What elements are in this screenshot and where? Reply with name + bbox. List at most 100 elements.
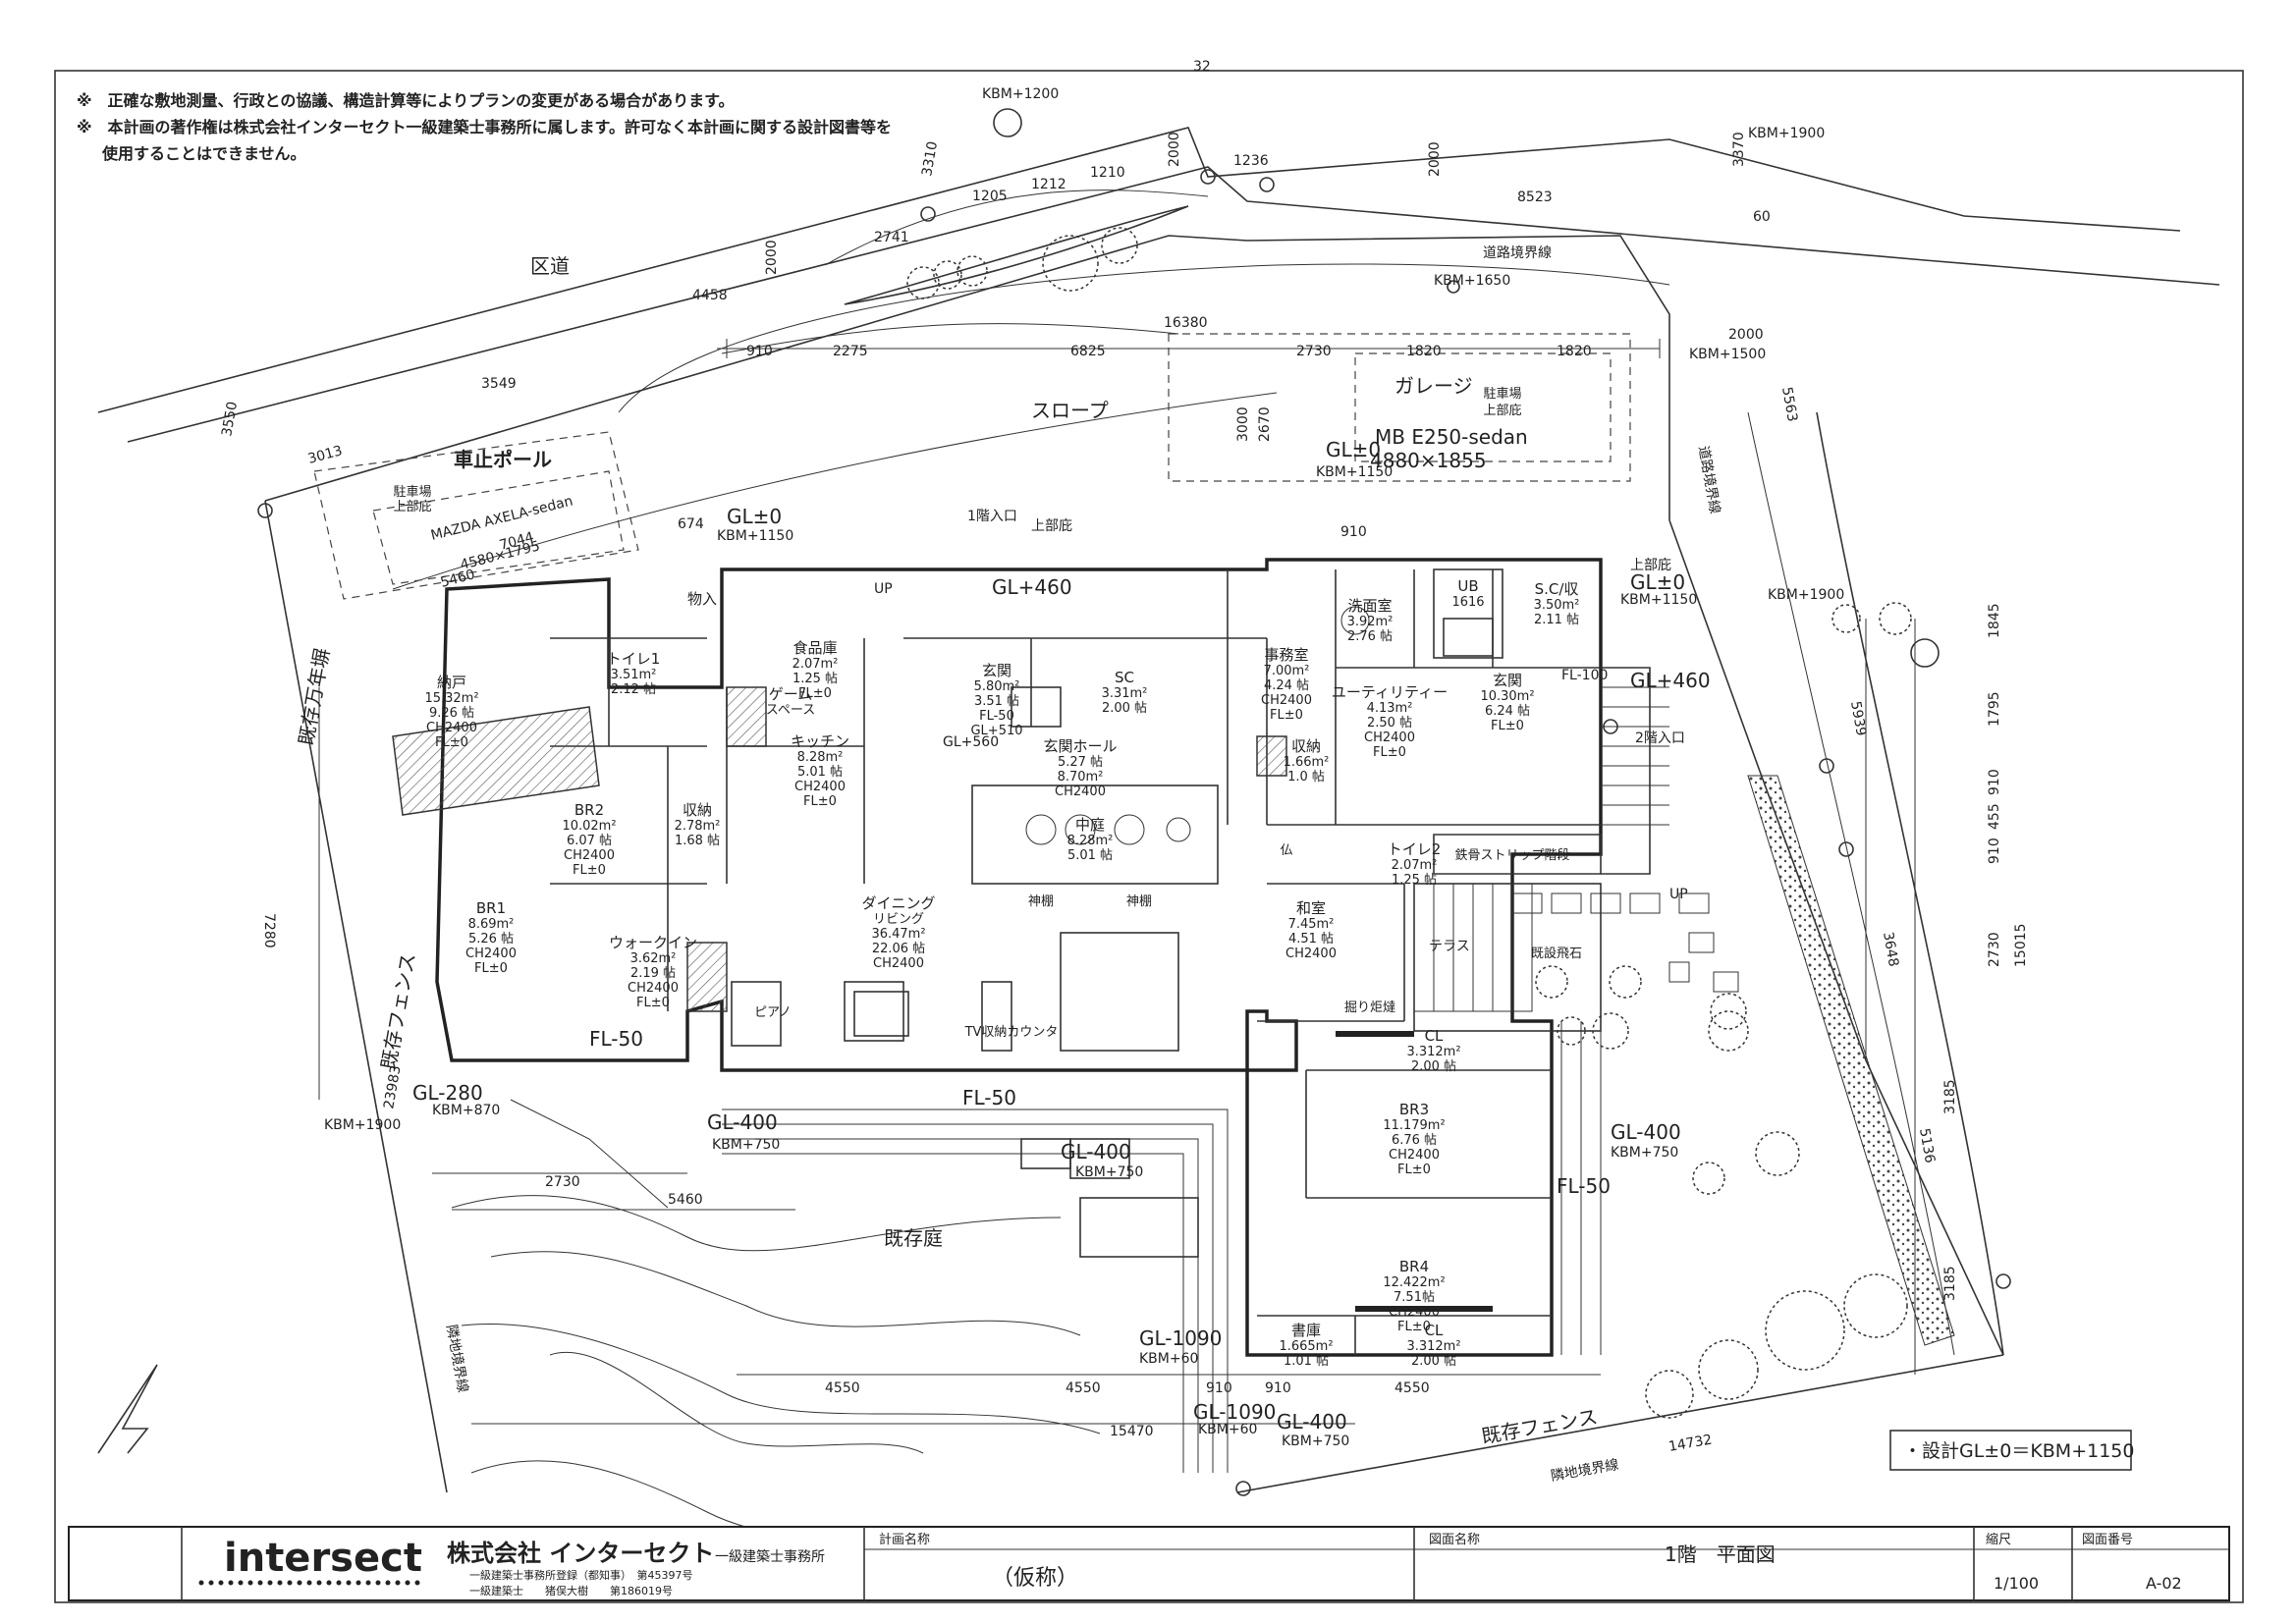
parking-right-2: 上部庇 [1483,404,1521,418]
room-detail: 2.78m² [675,819,721,834]
room-detail: CH2400 [564,848,615,863]
dim-1795: 1795 [1987,691,2002,727]
eave-label: 上部庇 [1031,518,1072,534]
room-detail: 1.25 帖 [793,672,838,686]
logo-dots [198,1580,420,1586]
room-name: ユーティリティー [1332,683,1448,701]
step-stones-label: 既設飛石 [1531,946,1582,961]
gl-minus400-label-4: GL-400 [1277,1410,1347,1434]
kamidana-label: 神棚 [1028,894,1054,909]
room-detail: リビング [873,912,924,927]
gl-minus1090-label-2: GL-1090 [1193,1400,1276,1424]
garden-contours [451,1099,1229,1538]
room-detail: 6.07 帖 [567,834,612,848]
room-detail: FL±0 [1397,1163,1431,1177]
room-detail: FL±0 [1373,745,1406,760]
road-boundary-label: 道路境界線 [1695,445,1722,515]
dim-2741: 2741 [874,230,909,245]
kbm1150-label: KBM+1150 [1316,464,1393,480]
dim-1210: 1210 [1090,165,1125,181]
room-name: トイレ2 [1388,840,1442,858]
room-detail: 2.76 帖 [1347,629,1393,644]
dim-3549: 3549 [481,376,517,392]
room-detail: CH2400 [465,947,517,961]
site-boundary [97,127,2220,1493]
dim-3648: 3648 [1880,931,1901,968]
kbm750-label: KBM+750 [1075,1164,1143,1180]
room-detail: 8.70m² [1058,770,1104,784]
room-name: 書庫 [1291,1322,1321,1339]
room-detail: 4.51 帖 [1288,932,1334,947]
road-boundary-label-2: 道路境界線 [1483,245,1552,261]
dim-5460a: 5460 [668,1192,703,1208]
boundary-label-left: 隣地境界線 [443,1324,470,1394]
room-detail: 2.07m² [1392,858,1438,873]
room-detail: 2.07m² [793,657,839,672]
dim-910f: 910 [1340,524,1367,540]
room-name: S.C/収 [1535,580,1579,598]
room-name: 事務室 [1264,646,1308,664]
room-detail: 1.0 帖 [1287,770,1325,784]
dim-32: 32 [1193,59,1211,75]
room-detail: 5.26 帖 [468,932,514,947]
room-detail: CH2400 [628,981,679,996]
existing-garden-label: 既存庭 [884,1226,943,1250]
room-detail: 36.47m² [871,927,925,942]
room-detail: 3.312m² [1406,1339,1460,1354]
parking-top-2: 上部庇 [393,500,431,514]
room-detail: 7.00m² [1264,664,1310,678]
project-value: （仮称） [992,1566,1078,1591]
registration-1: 一級建築士事務所登録（都知事） 第45397号 [469,1568,693,1582]
dim-2000d: 2000 [764,240,780,275]
room-name: 玄関 [982,662,1011,679]
dim-3000: 3000 [1235,406,1251,442]
room-detail: 7.51帖 [1394,1290,1435,1305]
room-detail: 1.66m² [1284,755,1330,770]
room-detail: 1.01 帖 [1284,1354,1329,1369]
sheet-border [54,70,2244,1603]
room-name: 物入 [687,590,717,608]
dim-14732: 14732 [1667,1432,1714,1454]
legend-box: ・設計GL±0＝KBM+1150 [1889,1430,2134,1471]
room-name: キッチン [791,732,849,750]
room-detail: 8.28m² [1067,834,1114,848]
dim-5136: 5136 [1916,1127,1938,1164]
dim-3310: 3310 [919,140,941,178]
dim-5563: 5563 [1778,386,1800,423]
trees [906,227,1912,1419]
room-name: CL [1425,1322,1444,1339]
gl0-label-2: GL±0 [727,505,782,528]
horigotatsu-label: 掘り炬燵 [1344,1001,1395,1015]
dim-910e: 910 [1987,838,2002,864]
gl-minus400-label-3: GL-400 [707,1110,778,1134]
room-detail: 8.28m² [797,750,844,765]
fl-minus50-label-3: FL-50 [589,1027,643,1051]
room-name: UB [1457,577,1478,595]
dim-4550c: 4550 [1394,1380,1430,1396]
building [392,558,1669,1357]
dim-2730a: 2730 [1296,344,1332,359]
room-detail: FL±0 [636,996,670,1010]
room-name: 玄関 [1493,672,1522,689]
terrace-label: テラス [1429,939,1470,954]
room-name: トイレ1 [607,650,661,668]
drawing-value: 1階 平面図 [1665,1542,1776,1566]
room-name: CL [1425,1027,1444,1045]
kbm60-label-2: KBM+60 [1198,1422,1257,1437]
gl-minus400-label: GL-400 [1061,1140,1131,1163]
room-name: 収納 [683,801,712,819]
room-detail: FL±0 [1491,719,1524,733]
dim-2000b: 2000 [1427,141,1443,177]
room-detail: 2.19 帖 [630,966,676,981]
gl-minus280-label: GL-280 [412,1081,483,1105]
room-name: 和室 [1296,899,1326,917]
room-detail: 1.665m² [1279,1339,1333,1354]
existing-fence-bottom: 既存フェンス [1480,1405,1600,1448]
room-detail: FL-50 [979,709,1014,724]
dim-2730b: 2730 [545,1174,580,1190]
room-detail: 6.76 帖 [1392,1133,1437,1148]
kbm1900-label: KBM+1900 [1748,126,1825,141]
title-block: intersect 株式会社 インターセクト 一級建築士事務所 一級建築士事務所… [68,1526,2230,1601]
room-detail: 6.24 帖 [1485,704,1530,719]
